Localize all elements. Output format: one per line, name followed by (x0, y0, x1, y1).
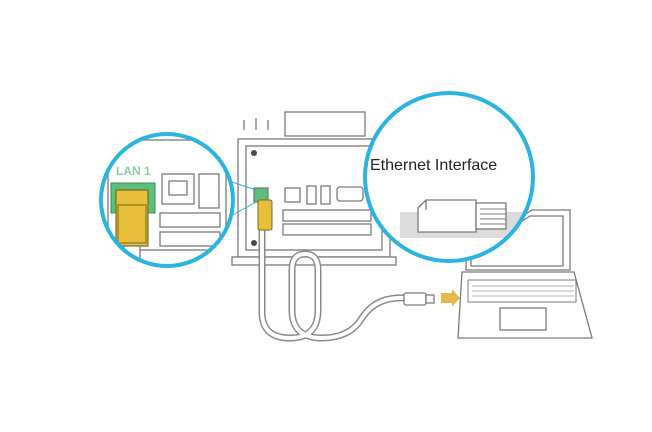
callout-ring (363, 91, 535, 263)
callout-ring (99, 132, 235, 268)
terminal-block (159, 231, 221, 247)
serial-port (336, 186, 364, 202)
ethernet-interface-label: Ethernet Interface (370, 157, 497, 174)
rj45-plug (257, 199, 273, 231)
touchpad (499, 307, 547, 331)
arrow-icon (441, 289, 460, 307)
ethernet-interface-callout: Ethernet Interface (363, 91, 535, 263)
lan2-port (284, 187, 301, 203)
usb-port (306, 185, 317, 205)
plug-contacts (475, 202, 507, 230)
terminal-block (159, 212, 221, 228)
screw-icon (251, 240, 257, 246)
rj45-plug-large (417, 199, 477, 233)
laptop (457, 209, 593, 339)
terminal-block (282, 223, 372, 236)
controller-unit (231, 111, 397, 266)
ethernet-cable (257, 199, 435, 342)
usb-port (320, 185, 331, 205)
screw-icon (251, 150, 257, 156)
terminal-block (282, 209, 372, 222)
rj45-plug-end (403, 292, 427, 306)
lan1-zoom-callout: LAN 1 (99, 132, 235, 268)
lan1-label: LAN 1 (116, 164, 151, 178)
